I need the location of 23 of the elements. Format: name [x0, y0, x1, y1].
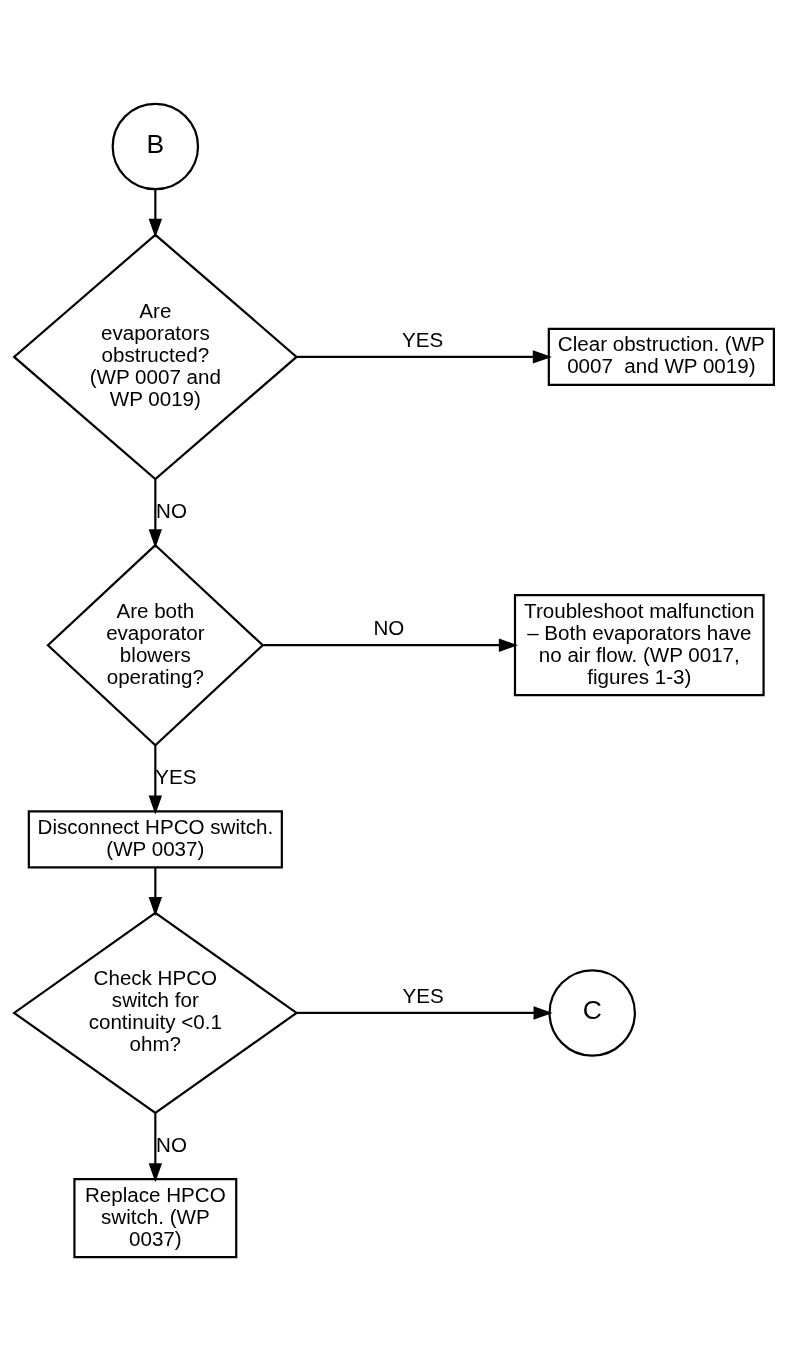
edge-label: YES	[402, 983, 444, 1007]
arrow	[148, 189, 163, 238]
arrow	[296, 1006, 553, 1020]
arrow	[148, 867, 163, 917]
arrow	[262, 638, 518, 652]
node-diamond: Are evaporators obstructed? (WP 0007 and WP 0019)	[12, 233, 299, 481]
node-diamond: Check HPCO switch for continuity <0.1 ohm?	[12, 911, 299, 1115]
node-box: Disconnect HPCO switch. (WP 0037)	[27, 810, 283, 869]
arrow	[148, 745, 163, 815]
arrow	[148, 479, 163, 549]
edge-label: NO	[156, 498, 187, 522]
node-box: Troubleshoot malfunction – Both evaporators have no air flow. (WP 0017, figures 1-3)	[513, 594, 765, 697]
arrow	[148, 1113, 163, 1183]
node-box: Clear obstruction. (WP 0007 and WP 0019)	[547, 327, 775, 386]
node-circle: B	[111, 102, 200, 191]
node-circle: C	[548, 969, 636, 1057]
edge-label: NO	[156, 1132, 187, 1156]
arrow	[296, 350, 552, 364]
edge-label: NO	[373, 616, 405, 640]
node-box: Replace HPCO switch. (WP 0037)	[73, 1178, 238, 1259]
edge-label: YES	[155, 764, 197, 788]
edge-label: YES	[402, 327, 444, 351]
node-diamond: Are both evaporator blowers operating?	[46, 543, 265, 747]
